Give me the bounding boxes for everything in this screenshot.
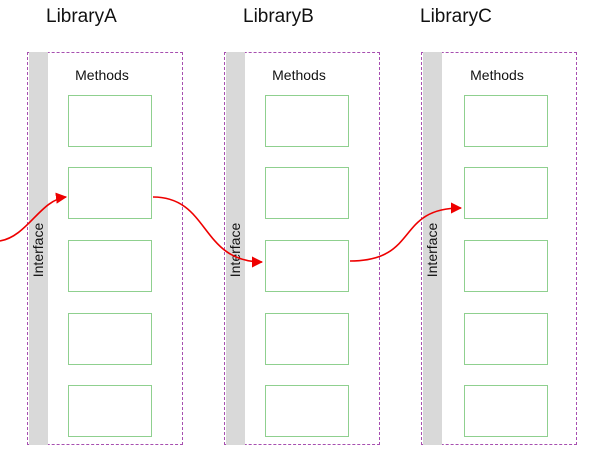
library-a-title: LibraryA	[46, 6, 117, 27]
library-c-method-3	[464, 240, 548, 292]
library-b-container	[224, 52, 380, 445]
library-a-to-library-b-arrow	[152, 196, 264, 268]
library-b-method-3	[265, 240, 349, 292]
library-a-method-2	[68, 167, 152, 219]
library-b-method-1	[265, 95, 349, 147]
library-b-to-library-c-arrow	[349, 202, 463, 262]
library-a-method-1	[68, 95, 152, 147]
library-c-interface-bar	[423, 52, 442, 445]
library-b-interface-bar	[226, 52, 245, 445]
library-a-method-3	[68, 240, 152, 292]
library-c-container	[421, 52, 577, 445]
library-a-method-4	[68, 313, 152, 365]
library-a-interface-bar	[29, 52, 48, 445]
library-a-container	[27, 52, 183, 445]
library-c-title: LibraryC	[420, 6, 492, 27]
library-c-method-5	[464, 385, 548, 437]
library-a-methods-label: Methods	[75, 67, 129, 83]
library-b-method-5	[265, 385, 349, 437]
library-b-title: LibraryB	[243, 6, 314, 27]
library-c-methods-label: Methods	[470, 67, 524, 83]
library-b-method-4	[265, 313, 349, 365]
entry-to-library-a-arrow	[0, 192, 68, 242]
library-c-method-4	[464, 313, 548, 365]
library-c-method-1	[464, 95, 548, 147]
library-a-method-5	[68, 385, 152, 437]
library-b-methods-label: Methods	[272, 67, 326, 83]
library-c-method-2	[464, 167, 548, 219]
library-b-method-2	[265, 167, 349, 219]
